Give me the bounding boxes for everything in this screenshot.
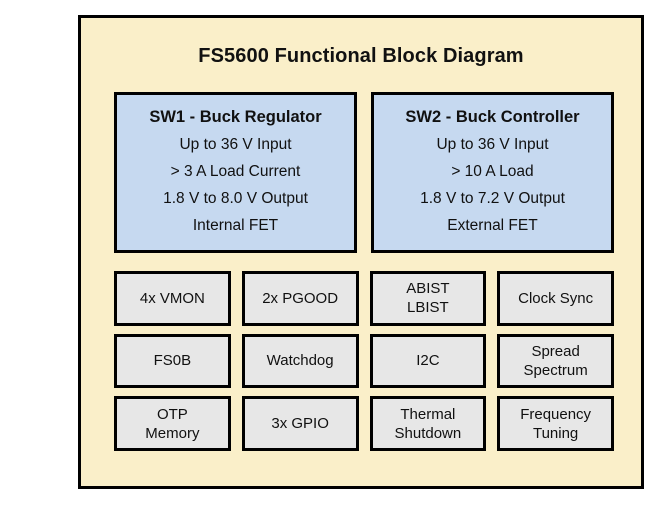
feature-block-grid: 4x VMON 2x PGOOD ABIST LBIST Clock Sync … (114, 271, 614, 451)
feature-block-i2c: I2C (369, 333, 487, 389)
feature-label-gpio-1: 3x GPIO (271, 415, 329, 433)
feature-label-otp-memory-2: Memory (145, 424, 200, 442)
feature-label-watchdog-1: Watchdog (266, 352, 334, 370)
feature-label-i2c-1: I2C (416, 352, 440, 370)
feature-label-spread-spectrum-2: Spectrum (523, 361, 588, 379)
regulator-block-row: SW1 - Buck Regulator Up to 36 V Input > … (114, 92, 614, 253)
feature-block-abist-lbist: ABIST LBIST (369, 271, 487, 326)
feature-label-frequency-tuning-2: Tuning (532, 424, 579, 442)
regulator-block-sw2: SW2 - Buck Controller Up to 36 V Input >… (371, 92, 614, 253)
regulator-spec-sw2-output: 1.8 V to 7.2 V Output (420, 190, 565, 207)
diagram-panel: FS5600 Functional Block Diagram SW1 - Bu… (78, 15, 644, 489)
feature-label-fs0b-1: FS0B (153, 352, 192, 370)
feature-label-spread-spectrum-1: Spread (531, 342, 580, 360)
regulator-spec-sw1-fet: Internal FET (192, 217, 279, 234)
feature-label-abist-lbist-2: LBIST (407, 299, 449, 317)
page-title: FS5600 Functional Block Diagram (198, 45, 524, 67)
feature-label-frequency-tuning-1: Frequency (520, 405, 592, 423)
regulator-spec-sw2-fet: External FET (447, 217, 538, 234)
regulator-spec-sw2-load: > 10 A Load (451, 163, 534, 180)
feature-block-frequency-tuning: Frequency Tuning (497, 396, 614, 451)
feature-label-thermal-shutdown-1: Thermal (400, 405, 456, 423)
feature-block-thermal-shutdown: Thermal Shutdown (369, 396, 487, 451)
feature-label-abist-lbist-1: ABIST (406, 280, 450, 298)
feature-block-watchdog: Watchdog (241, 333, 359, 389)
feature-label-clock-sync-1: Clock Sync (518, 289, 594, 307)
feature-block-pgood: 2x PGOOD (241, 271, 359, 326)
regulator-title-sw1: SW1 - Buck Regulator (149, 108, 322, 126)
feature-block-spread-spectrum: Spread Spectrum (497, 333, 614, 389)
feature-label-otp-memory-1: OTP (156, 405, 188, 423)
feature-label-pgood-1: 2x PGOOD (262, 289, 339, 307)
feature-label-vmon-1: 4x VMON (139, 289, 205, 307)
regulator-title-sw2: SW2 - Buck Controller (405, 108, 580, 126)
regulator-spec-sw1-input: Up to 36 V Input (179, 136, 292, 153)
regulator-block-sw1: SW1 - Buck Regulator Up to 36 V Input > … (114, 92, 357, 253)
feature-label-thermal-shutdown-2: Shutdown (394, 424, 462, 442)
feature-block-gpio: 3x GPIO (241, 396, 359, 451)
feature-block-fs0b: FS0B (114, 333, 231, 389)
regulator-spec-sw1-output: 1.8 V to 8.0 V Output (163, 190, 308, 207)
feature-block-clock-sync: Clock Sync (497, 271, 614, 326)
regulator-spec-sw2-input: Up to 36 V Input (436, 136, 549, 153)
regulator-spec-sw1-load: > 3 A Load Current (170, 163, 301, 180)
feature-block-otp-memory: OTP Memory (114, 396, 231, 451)
feature-block-vmon: 4x VMON (114, 271, 231, 326)
